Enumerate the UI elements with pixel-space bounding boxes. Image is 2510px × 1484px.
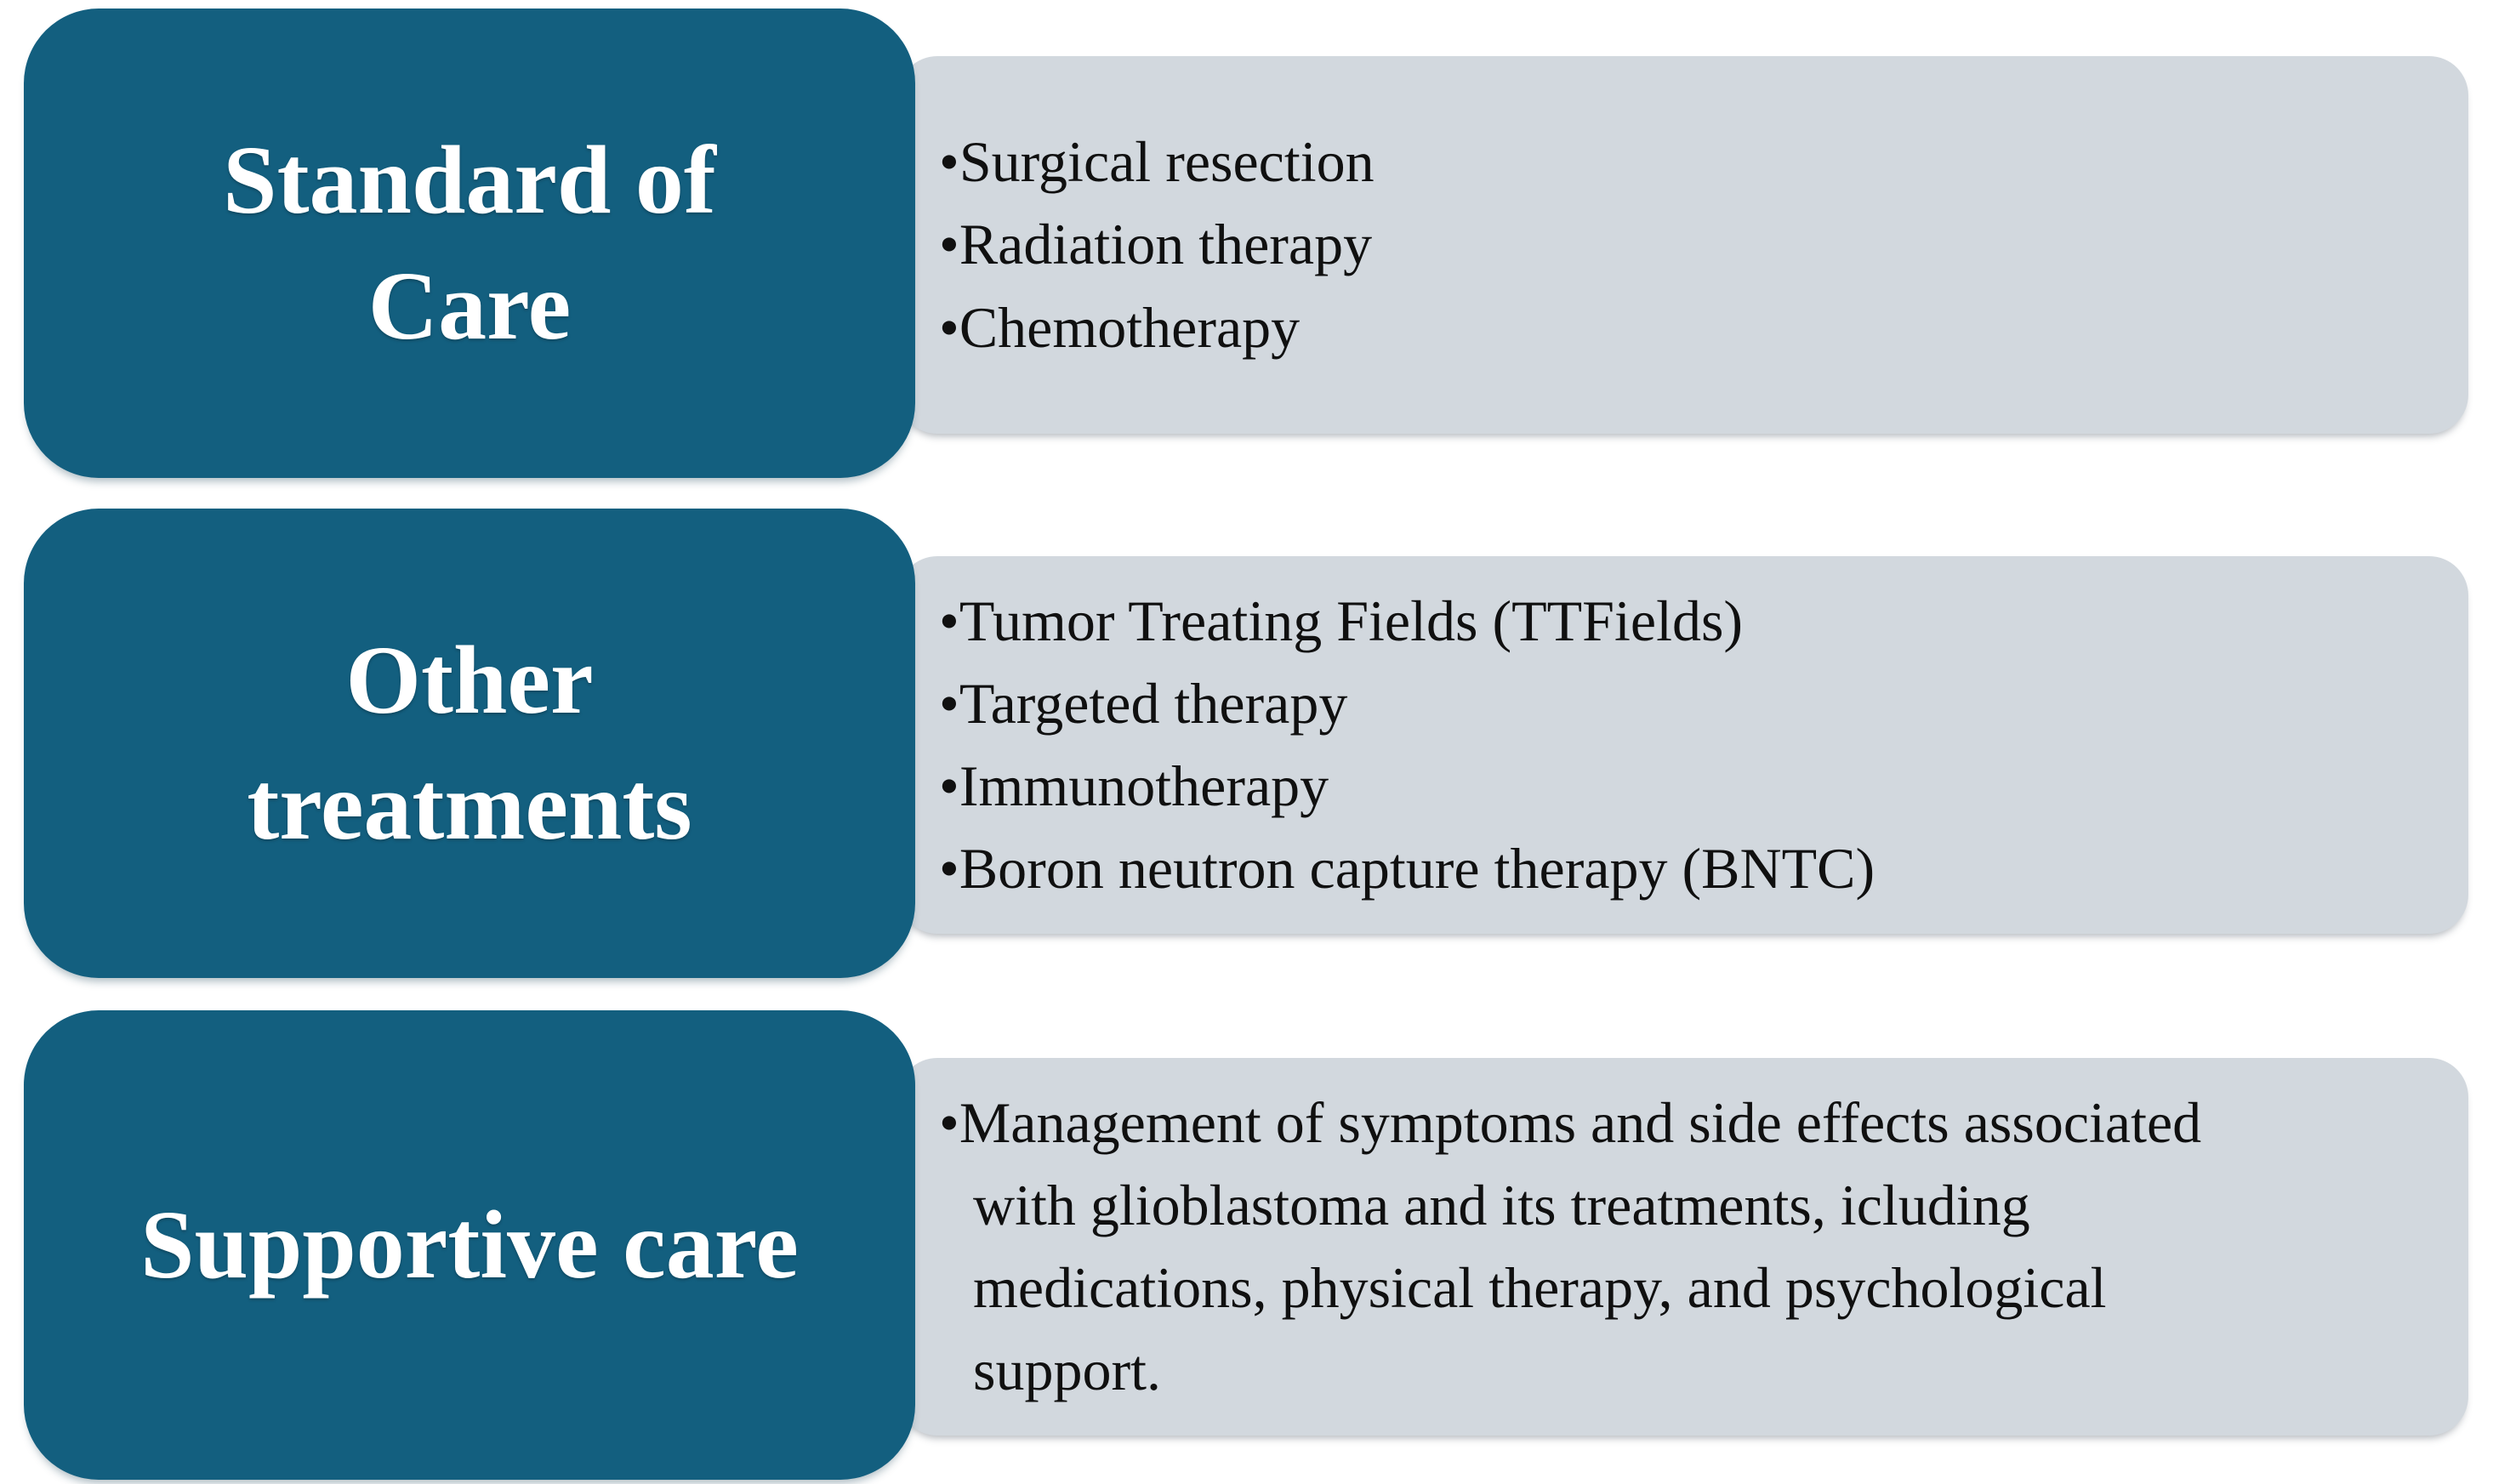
details-box: Tumor Treating Fields (TTFields)Targeted… — [898, 556, 2468, 934]
bullet-item: Radiation therapy — [939, 203, 1375, 286]
category-label: Standard of Care — [223, 125, 716, 360]
details-box: Surgical resectionRadiation therapyChemo… — [898, 56, 2468, 434]
treatment-row: Tumor Treating Fields (TTFields)Targeted… — [0, 509, 2510, 978]
bullet-item: Chemotherapy — [939, 287, 1375, 369]
treatment-row: Surgical resectionRadiation therapyChemo… — [0, 9, 2510, 478]
bullet-item: Boron neutron capture therapy (BNTC) — [939, 827, 1875, 910]
bullet-item: Management of symptoms and side effects … — [939, 1082, 2300, 1413]
category-label: Other treatments — [247, 625, 692, 860]
category-label: Supportive care — [140, 1190, 799, 1299]
bullet-item: Targeted therapy — [939, 662, 1875, 745]
bullet-item: Surgical resection — [939, 121, 1375, 203]
bullet-item: Tumor Treating Fields (TTFields) — [939, 580, 1875, 662]
bullet-item: Immunotherapy — [939, 745, 1875, 827]
details-list: Tumor Treating Fields (TTFields)Targeted… — [939, 580, 1875, 911]
details-box: Management of symptoms and side effects … — [898, 1058, 2468, 1436]
details-list: Surgical resectionRadiation therapyChemo… — [939, 121, 1375, 369]
category-box-standard-of-care: Standard of Care — [24, 9, 915, 478]
category-box-other-treatments: Other treatments — [24, 509, 915, 978]
treatment-row: Management of symptoms and side effects … — [0, 1010, 2510, 1480]
details-list: Management of symptoms and side effects … — [939, 1082, 2300, 1413]
category-box-supportive-care: Supportive care — [24, 1010, 915, 1480]
